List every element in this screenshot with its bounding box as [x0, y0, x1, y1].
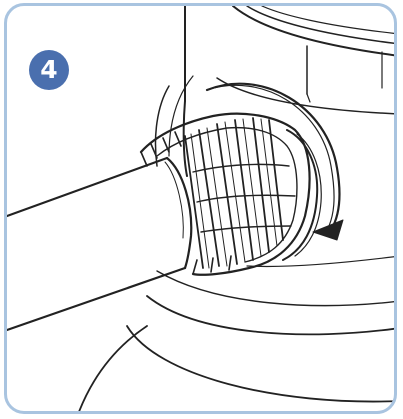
coupling-nut: [139, 112, 322, 276]
hose-pipe: [7, 156, 193, 332]
hose-connection-illustration: [7, 6, 394, 411]
tank-base: [78, 256, 394, 411]
illustration-frame: 4: [4, 3, 397, 414]
clockwise-rotation-arrow-icon: [205, 82, 344, 241]
step-number-badge: 4: [29, 50, 69, 90]
